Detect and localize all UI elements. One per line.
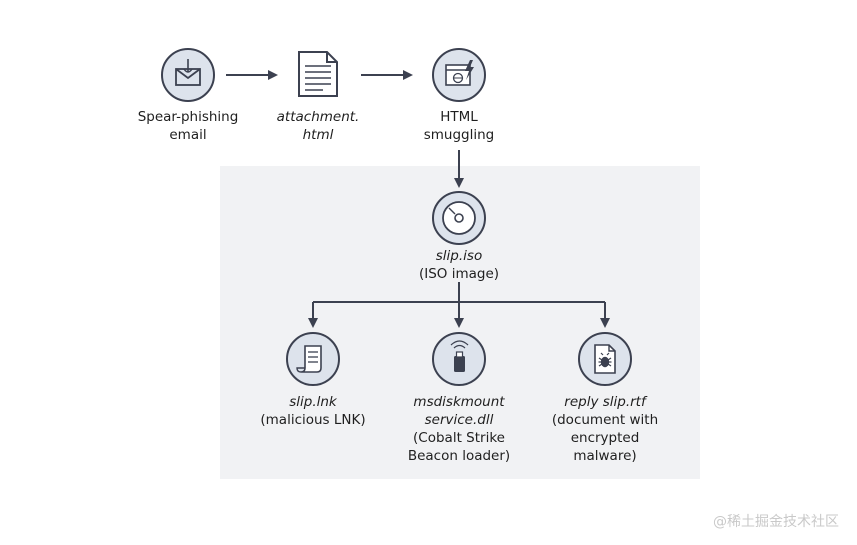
slip-iso-label: slip.iso (ISO image) — [418, 248, 500, 282]
branch-connector — [313, 282, 605, 303]
slip-iso-node — [432, 191, 486, 245]
rtf-node — [578, 332, 632, 386]
spear-phishing-node — [161, 48, 215, 102]
bug-document-icon — [594, 344, 616, 374]
html-smuggling-label: HTML smuggling — [423, 109, 495, 143]
slip-lnk-node — [286, 332, 340, 386]
slip-lnk-label: slip.lnk (malicious LNK) — [260, 394, 366, 428]
watermark: @稀土掘金技术社区 — [713, 514, 839, 530]
scroll-icon — [296, 345, 322, 373]
dll-node — [432, 332, 486, 386]
document-icon — [293, 46, 343, 100]
browser-bolt-icon — [445, 60, 474, 86]
rtf-label: reply slip.rtf (document with encrypted … — [551, 394, 659, 464]
spear-phishing-label: Spear-phishing email — [137, 109, 239, 143]
html-smuggling-node — [432, 48, 486, 102]
disc-icon — [442, 201, 476, 235]
attachment-label: attachment. html — [276, 109, 360, 143]
usb-device-icon — [450, 340, 469, 372]
dll-label: msdiskmount service.dll (Cobalt Strike B… — [407, 394, 511, 464]
envelope-icon — [175, 59, 201, 86]
